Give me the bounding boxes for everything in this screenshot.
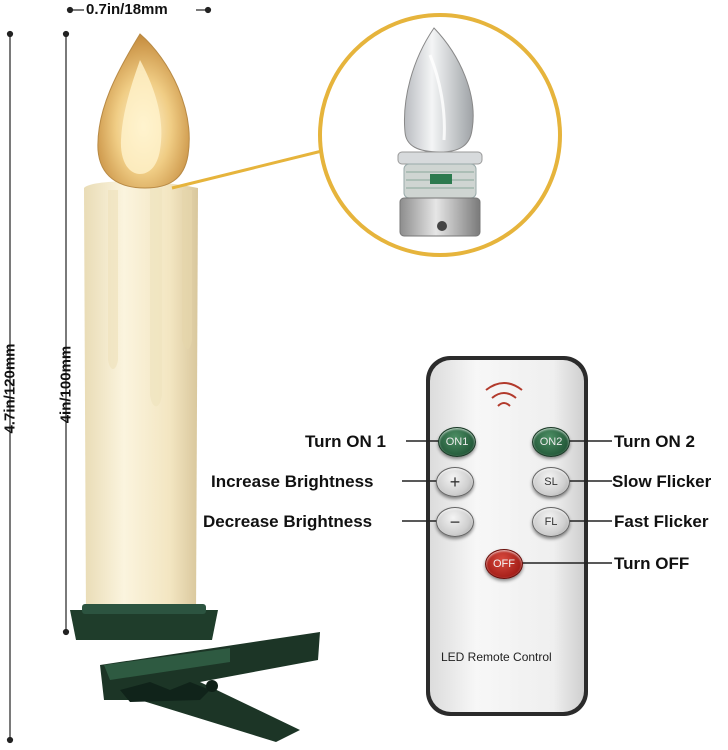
increase-brightness-button[interactable]: + bbox=[436, 467, 474, 497]
slow-flicker-button[interactable]: SL bbox=[532, 467, 570, 497]
remote-footer-label: LED Remote Control bbox=[441, 650, 552, 664]
callout-turn-on-1: Turn ON 1 bbox=[305, 432, 386, 451]
callout-lines bbox=[402, 440, 612, 564]
decrease-brightness-button[interactable]: − bbox=[436, 507, 474, 537]
total-height-dimension-label: 4.7in/120mm bbox=[1, 343, 19, 434]
on1-button[interactable]: ON1 bbox=[438, 427, 476, 457]
off-button[interactable]: OFF bbox=[485, 549, 523, 579]
callout-turn-off: Turn OFF bbox=[614, 554, 690, 573]
callout-fast-flicker: Fast Flicker bbox=[614, 512, 709, 531]
callout-increase-brightness: Increase Brightness bbox=[211, 472, 374, 491]
width-dimension-label: 0.7in/18mm bbox=[86, 1, 168, 18]
fast-flicker-button[interactable]: FL bbox=[532, 507, 570, 537]
callout-turn-on-2: Turn ON 2 bbox=[614, 432, 695, 451]
body-height-dimension-label: 4in/100mm bbox=[57, 345, 75, 424]
dimension-lines bbox=[6, 6, 212, 744]
candle-graphic bbox=[70, 33, 320, 742]
zoom-connector bbox=[171, 148, 327, 190]
on2-button[interactable]: ON2 bbox=[532, 427, 570, 457]
zoom-bubble-graphic bbox=[318, 13, 562, 257]
callout-slow-flicker: Slow Flicker bbox=[612, 472, 712, 491]
callout-decrease-brightness: Decrease Brightness bbox=[203, 512, 373, 531]
